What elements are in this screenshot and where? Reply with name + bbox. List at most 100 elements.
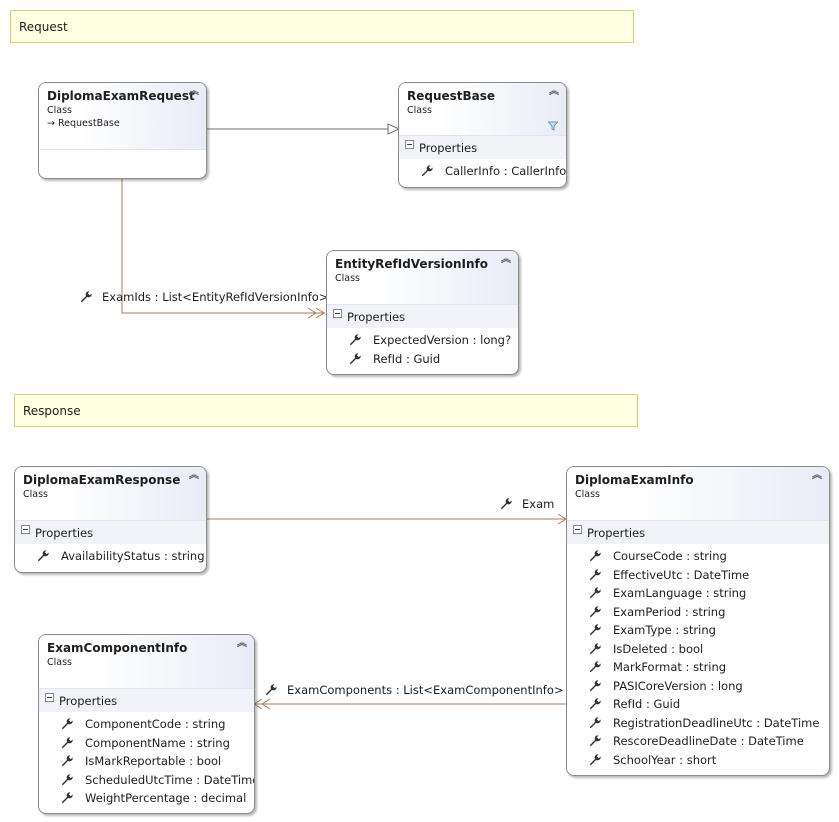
wrench-icon (500, 498, 512, 510)
class-body (39, 149, 206, 178)
class-name: RequestBase (407, 89, 496, 103)
property-label: EffectiveUtc : DateTime (613, 567, 750, 582)
collapse-section-icon[interactable] (21, 525, 30, 534)
exam-components-label-text: ExamComponents : List<ExamComponentInfo> (287, 683, 564, 697)
property-label: WeightPercentage : decimal (85, 791, 247, 806)
class-diploma-exam-request[interactable]: DiplomaExamRequest Class → RequestBase ︽ (38, 82, 207, 179)
collapse-chevron-icon[interactable]: ︽ (237, 638, 247, 649)
collapse-section-icon[interactable] (333, 309, 342, 318)
property-item[interactable]: ComponentCode : string (39, 715, 254, 734)
inheritance-arrowhead (387, 123, 401, 135)
class-exam-component-info[interactable]: ExamComponentInfo Class ︽ Properties Com… (38, 634, 255, 814)
class-name: DiplomaExamResponse (23, 473, 181, 487)
wrench-icon (589, 550, 601, 562)
property-item[interactable]: CourseCode : string (567, 547, 829, 566)
section-label: Properties (59, 693, 118, 708)
properties-section-header[interactable]: Properties (39, 688, 254, 712)
section-label: Properties (587, 525, 646, 540)
exam-ids-association-line (121, 178, 325, 314)
exam-components-association-label[interactable]: ExamComponents : List<ExamComponentInfo> (265, 683, 564, 697)
class-diploma-exam-response[interactable]: DiplomaExamResponse Class ︽ Properties A… (14, 466, 207, 573)
wrench-icon (61, 792, 73, 804)
property-label: RefId : Guid (373, 351, 441, 366)
exam-ids-arrowhead-2 (315, 307, 325, 319)
wrench-icon (589, 735, 601, 747)
collapse-chevron-icon[interactable]: ︽ (501, 254, 511, 265)
property-label: ExamPeriod : string (613, 604, 726, 619)
property-item[interactable]: RefId : Guid (567, 695, 829, 714)
wrench-icon (589, 624, 601, 636)
property-label: IsDeleted : bool (613, 641, 704, 656)
property-item[interactable]: PASICoreVersion : long (567, 677, 829, 696)
collapse-chevron-icon[interactable]: ︽ (189, 86, 199, 97)
wrench-icon (349, 353, 361, 364)
filter-icon[interactable] (548, 121, 558, 131)
properties-list: ExpectedVersion : long? RefId : Guid (327, 328, 518, 374)
wrench-icon (61, 718, 73, 730)
property-label: SchoolYear : short (613, 752, 717, 767)
properties-section-header[interactable]: Properties (567, 520, 829, 544)
exam-components-arrowhead (261, 698, 271, 710)
collapse-section-icon[interactable] (405, 140, 414, 149)
class-request-base[interactable]: RequestBase Class ︽ Properties CallerInf… (398, 82, 567, 188)
wrench-icon (80, 291, 92, 303)
property-label: MarkFormat : string (613, 660, 727, 675)
wrench-icon (589, 643, 601, 654)
property-item[interactable]: RescoreDeadlineDate : DateTime (567, 732, 829, 751)
property-item[interactable]: ExpectedVersion : long? (327, 331, 518, 350)
property-label: ExamLanguage : string (613, 586, 747, 601)
property-item[interactable]: IsMarkReportable : bool (39, 752, 254, 771)
class-entity-ref-id-version-info[interactable]: EntityRefIdVersionInfo Class ︽ Propertie… (326, 250, 519, 375)
wrench-icon (349, 334, 361, 346)
class-diploma-exam-info[interactable]: DiplomaExamInfo Class ︽ Properties Cours… (566, 466, 830, 776)
exam-ids-label-text: ExamIds : List<EntityRefIdVersionInfo> (102, 290, 329, 304)
request-note-text: Request (19, 19, 68, 34)
properties-section-header[interactable]: Properties (327, 304, 518, 328)
exam-label-text: Exam (522, 497, 555, 511)
collapse-chevron-icon[interactable]: ︽ (812, 470, 822, 481)
collapse-chevron-icon[interactable]: ︽ (549, 86, 559, 97)
property-item[interactable]: ExamType : string (567, 621, 829, 640)
property-item[interactable]: ScheduledUtcTime : DateTime (39, 771, 254, 790)
property-label: ComponentName : string (85, 735, 230, 750)
property-item[interactable]: AvailabilityStatus : string (15, 547, 206, 566)
wrench-icon (589, 661, 601, 673)
properties-list: CourseCode : string EffectiveUtc : DateT… (567, 544, 829, 775)
exam-ids-association-label[interactable]: ExamIds : List<EntityRefIdVersionInfo> (80, 290, 328, 304)
properties-section-header[interactable]: Properties (399, 135, 566, 159)
request-note[interactable]: Request (10, 10, 634, 43)
property-label: PASICoreVersion : long (613, 678, 743, 693)
class-name: EntityRefIdVersionInfo (335, 257, 489, 271)
wrench-icon (589, 606, 601, 617)
wrench-icon (421, 165, 433, 177)
wrench-icon (265, 684, 277, 696)
section-label: Properties (35, 525, 94, 540)
class-header: DiplomaExamRequest Class → RequestBase ︽ (39, 83, 206, 149)
collapse-section-icon[interactable] (45, 693, 54, 702)
section-label: Properties (347, 309, 406, 324)
property-label: ScheduledUtcTime : DateTime (85, 772, 255, 787)
property-item[interactable]: ExamLanguage : string (567, 584, 829, 603)
property-item[interactable]: CallerInfo : CallerInfo (399, 162, 566, 181)
property-label: RescoreDeadlineDate : DateTime (613, 734, 804, 749)
property-label: IsMarkReportable : bool (85, 754, 222, 769)
property-item[interactable]: ComponentName : string (39, 734, 254, 753)
property-item[interactable]: EffectiveUtc : DateTime (567, 566, 829, 585)
collapse-section-icon[interactable] (573, 525, 582, 534)
base-class: → RequestBase (47, 118, 120, 129)
property-label: ComponentCode : string (85, 717, 226, 732)
property-label: AvailabilityStatus : string (61, 549, 205, 564)
property-item[interactable]: WeightPercentage : decimal (39, 789, 254, 808)
properties-list: AvailabilityStatus : string (15, 544, 206, 572)
property-item[interactable]: MarkFormat : string (567, 658, 829, 677)
property-item[interactable]: ExamPeriod : string (567, 603, 829, 622)
property-item[interactable]: SchoolYear : short (567, 751, 829, 770)
exam-association-label[interactable]: Exam (500, 497, 554, 511)
property-item[interactable]: IsDeleted : bool (567, 640, 829, 659)
property-item[interactable]: RegistrationDeadlineUtc : DateTime (567, 714, 829, 733)
property-item[interactable]: RefId : Guid (327, 350, 518, 369)
collapse-chevron-icon[interactable]: ︽ (189, 470, 199, 481)
property-label: RefId : Guid (613, 697, 681, 712)
response-note[interactable]: Response (14, 394, 638, 427)
properties-section-header[interactable]: Properties (15, 520, 206, 544)
